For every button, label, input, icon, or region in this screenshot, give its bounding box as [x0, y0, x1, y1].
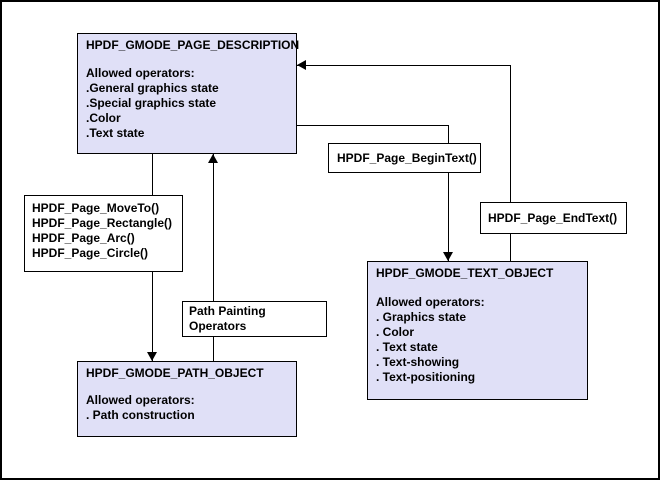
operator-item: HPDF_Page_Rectangle() — [32, 216, 173, 230]
arrowhead-into-path-object — [147, 352, 157, 361]
operator-item: . Color — [376, 325, 414, 339]
connector-begintext-vertical — [448, 125, 449, 261]
allowed-operators-label: Allowed operators: — [86, 66, 195, 80]
node-title: HPDF_GMODE_TEXT_OBJECT — [376, 266, 554, 280]
operator-item: . Text-positioning — [376, 370, 476, 384]
node-path-object: HPDF_GMODE_PATH_OBJECT Allowed operators… — [77, 361, 297, 437]
operator-item: HPDF_Page_Arc() — [32, 231, 135, 245]
operator-item: .General graphics state — [86, 81, 219, 95]
allowed-operators-label: Allowed operators: — [376, 295, 485, 309]
operator-item: . Graphics state — [376, 310, 467, 324]
allowed-operators-label: Allowed operators: — [86, 393, 195, 407]
operator-item: HPDF_Page_Circle() — [32, 246, 149, 260]
arrowhead-into-page-description-right — [297, 60, 306, 70]
operator-item: . Text-showing — [376, 355, 460, 369]
connector-endtext-horizontal — [297, 65, 511, 66]
operator-item: . Path construction — [86, 408, 195, 422]
operator-label: HPDF_Page_EndText() — [488, 210, 618, 225]
node-text-object: HPDF_GMODE_TEXT_OBJECT Allowed operators… — [367, 261, 588, 400]
connector-pathpainting-vertical — [213, 154, 214, 361]
operator-item: HPDF_Page_MoveTo() — [32, 201, 160, 215]
operator-item: . Text state — [376, 340, 438, 354]
operator-item: .Special graphics state — [86, 96, 217, 110]
node-page-description: HPDF_GMODE_PAGE_DESCRIPTION Allowed oper… — [77, 33, 300, 154]
arrowhead-into-text-object — [443, 252, 453, 261]
connector-begintext-horizontal — [297, 125, 449, 126]
node-path-painting-operators: Path Painting Operators — [182, 301, 327, 337]
node-begin-text: HPDF_Page_BeginText() — [328, 143, 481, 173]
connector-endtext-vertical — [510, 65, 511, 261]
operator-item: .Text state — [86, 126, 145, 140]
node-title: HPDF_GMODE_PATH_OBJECT — [86, 366, 264, 380]
operator-item: .Color — [86, 111, 121, 125]
operator-label: HPDF_Page_BeginText() — [337, 150, 477, 165]
node-path-start-operators: HPDF_Page_MoveTo() HPDF_Page_Rectangle()… — [24, 195, 183, 272]
node-end-text: HPDF_Page_EndText() — [480, 202, 627, 234]
operator-label: Operators — [189, 319, 247, 333]
arrowhead-into-page-description-bottom — [208, 154, 218, 163]
node-title: HPDF_GMODE_PAGE_DESCRIPTION — [86, 38, 300, 52]
operator-label: Path Painting — [189, 304, 266, 318]
